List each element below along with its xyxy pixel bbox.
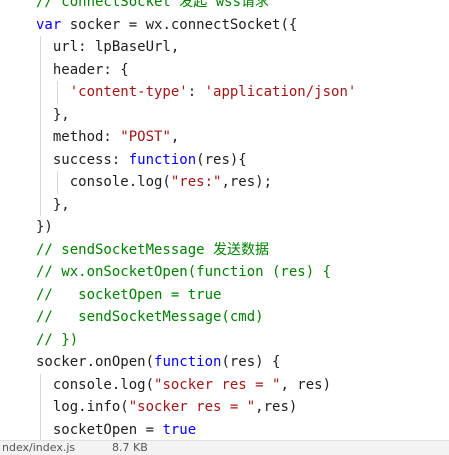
code-token: "POST": [120, 129, 171, 145]
code-line[interactable]: // wx.onSocketOpen(function (res) {: [0, 261, 331, 284]
indent-guide: [40, 36, 41, 216]
code-line[interactable]: header: {: [0, 59, 129, 82]
code-token: // sendSocketMessage(cmd): [36, 309, 264, 325]
code-token: method:: [36, 129, 121, 145]
code-token: success:: [36, 151, 129, 168]
code-line[interactable]: console.log("socker res = ", res): [0, 374, 331, 397]
indent-guide: [57, 171, 58, 194]
code-token: "socker res = ": [128, 399, 256, 415]
code-token: :: [187, 84, 205, 100]
code-token: ,res): [255, 399, 298, 415]
code-line[interactable]: }): [0, 216, 53, 239]
code-token: },: [36, 196, 70, 213]
code-token: "socker res = ": [154, 376, 281, 393]
code-token: function: [128, 151, 197, 168]
code-token: // socketOpen = true: [36, 286, 222, 303]
code-token: ,: [170, 129, 180, 145]
code-token: 'content-type': [69, 84, 188, 100]
code-line[interactable]: 'content-type': 'application/json': [0, 81, 357, 104]
code-line[interactable]: var socker = wx.connectSocket({: [0, 14, 297, 37]
code-token: var: [36, 16, 62, 33]
code-token: socker = wx.connectSocket({: [61, 16, 298, 33]
code-token: (res) {: [221, 354, 281, 370]
code-token: url: lpBaseUrl,: [36, 39, 180, 55]
code-token: console.log(: [36, 174, 171, 190]
code-token: },: [36, 106, 70, 123]
code-token: , res): [280, 376, 332, 393]
code-line[interactable]: // sendSocketMessage 发送数据: [0, 239, 269, 262]
code-token: socker.onOpen(: [36, 354, 155, 370]
code-token: header: {: [36, 61, 129, 78]
code-token: // connectSocket 发起 wss请求: [36, 0, 270, 10]
code-line[interactable]: log.info("socker res = ",res): [0, 396, 297, 419]
indent-guide: [40, 373, 41, 440]
code-line[interactable]: },: [0, 194, 70, 217]
code-line[interactable]: // sendSocketMessage(cmd): [0, 306, 264, 329]
code-token: "res:": [170, 174, 222, 190]
code-token: 'application/json': [204, 84, 357, 100]
code-token: // sendSocketMessage 发送数据: [36, 241, 270, 258]
code-token: socketOpen =: [36, 421, 163, 438]
status-bar: ndex/index.js 8.7 KB: [0, 440, 449, 455]
code-token: log.info(: [36, 399, 129, 415]
code-line[interactable]: // socketOpen = true: [0, 284, 221, 307]
code-token: true: [162, 421, 197, 438]
code-line[interactable]: method: "POST",: [0, 126, 179, 149]
code-editor[interactable]: // connectSocket 发起 wss请求 var socker = wx…: [0, 0, 449, 440]
code-line[interactable]: url: lpBaseUrl,: [0, 36, 179, 59]
code-line[interactable]: // connectSocket 发起 wss请求: [0, 0, 269, 14]
code-line[interactable]: socketOpen = true: [0, 419, 196, 441]
indent-guide: [57, 81, 58, 104]
code-line[interactable]: // }): [0, 329, 78, 352]
code-line[interactable]: },: [0, 104, 70, 127]
code-token: }): [36, 219, 53, 235]
code-line[interactable]: socker.onOpen(function(res) {: [0, 351, 280, 374]
status-filename[interactable]: ndex/index.js: [2, 441, 76, 454]
code-token: [36, 84, 70, 100]
code-token: console.log(: [36, 376, 155, 393]
code-line[interactable]: success: function(res){: [0, 149, 247, 172]
code-token: (res){: [196, 151, 247, 168]
code-token: function: [154, 354, 222, 370]
code-token: // wx.onSocketOpen(function (res) {: [36, 264, 332, 280]
code-token: // }): [36, 331, 79, 348]
status-filesize: 8.7 KB: [112, 441, 148, 454]
code-token: ,res);: [221, 174, 273, 190]
code-line[interactable]: console.log("res:",res);: [0, 171, 272, 194]
